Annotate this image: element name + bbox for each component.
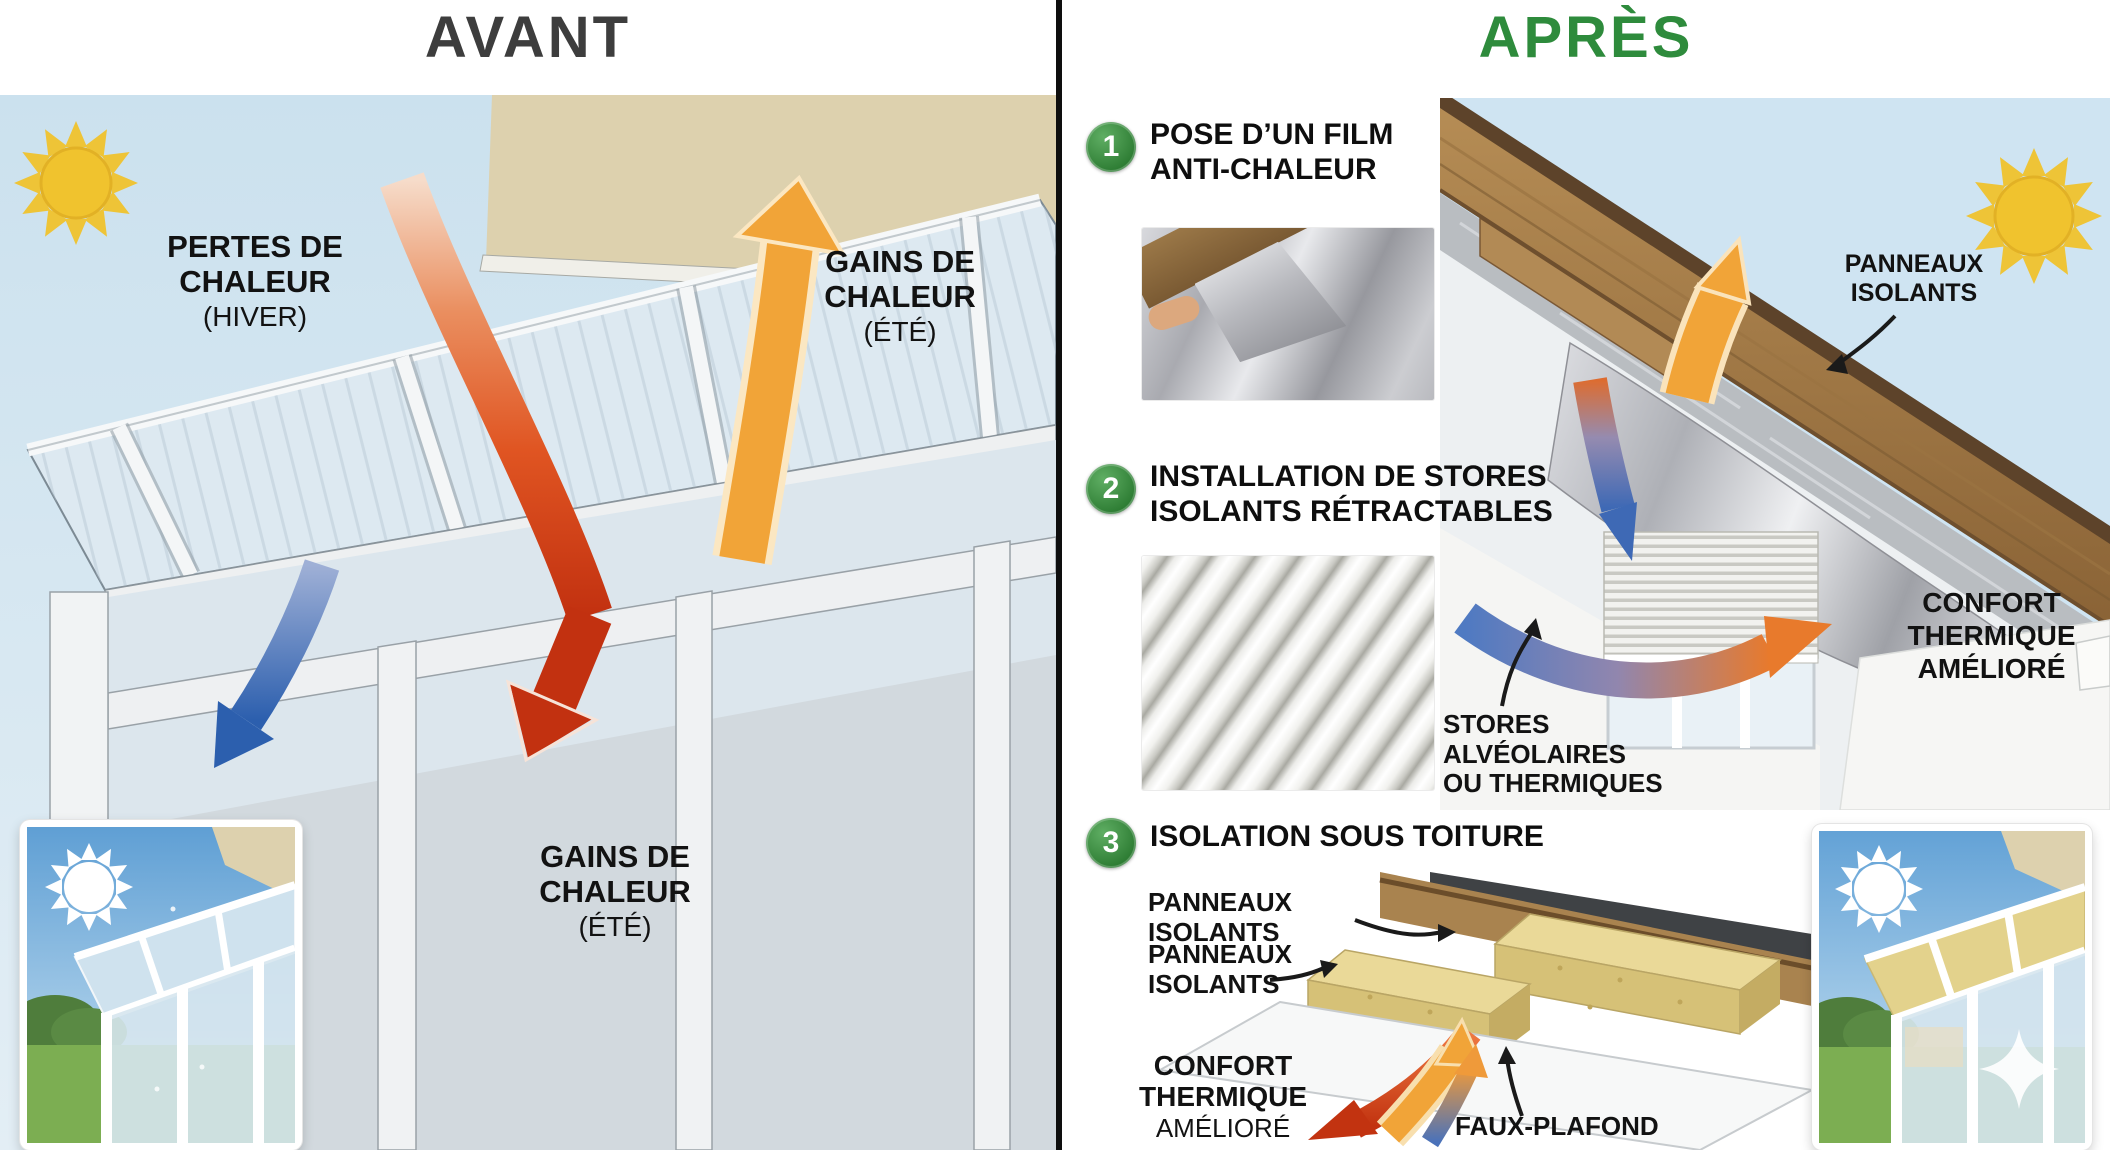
step-1-badge: 1 bbox=[1086, 122, 1136, 172]
avant-inset-thumbnail bbox=[20, 820, 302, 1150]
step-1-heading: POSE D’UN FILM ANTI-CHALEUR bbox=[1150, 118, 1394, 186]
annotation-arrow-panneaux-stack bbox=[1269, 966, 1325, 982]
label-faux-plafond: FAUX-PLAFOND bbox=[1455, 1111, 1659, 1141]
avant-title: AVANT bbox=[424, 5, 632, 70]
label-pertes-de-chaleur: PERTES DE CHALEUR (HIVER) bbox=[167, 229, 343, 333]
roof-wood-beam bbox=[1440, 98, 2110, 628]
sparkle-icon bbox=[1979, 1029, 2059, 1109]
inset-wall bbox=[2001, 831, 2085, 901]
label-gains-de-chaleur-bas: GAINS DE CHALEUR (ÉTÉ) bbox=[539, 839, 691, 943]
step-2-badge: 2 bbox=[1086, 464, 1136, 514]
cold-draught-arrow bbox=[214, 559, 340, 768]
transmitted-heat-arrow bbox=[1573, 377, 1637, 561]
sun-icon bbox=[1835, 845, 1923, 933]
apres-roof-scene bbox=[1440, 98, 2110, 810]
label-confort-thermique-bottom: CONFORT THERMIQUE AMÉLIORÉ bbox=[1139, 1050, 1307, 1143]
label-gains-de-chaleur-haut: GAINS DE CHALEUR (ÉTÉ) bbox=[824, 244, 976, 348]
right-wall bbox=[1839, 619, 2110, 810]
foil-film-photo bbox=[1142, 228, 1434, 400]
reflected-heat-arrow bbox=[1659, 235, 1752, 405]
label-panneaux-isolants-roof: PANNEAUX ISOLANTS bbox=[1844, 250, 1984, 307]
heat-gain-up-arrow bbox=[712, 174, 847, 565]
avant-scene bbox=[0, 95, 1056, 1150]
insulation-panel-upper bbox=[1493, 913, 1782, 1035]
step-3-badge: 3 bbox=[1086, 818, 1136, 868]
cellular-blind-photo bbox=[1142, 556, 1434, 790]
avant-inset-scene bbox=[27, 827, 295, 1143]
sun-icon bbox=[1966, 148, 2102, 284]
inset-wall bbox=[212, 827, 295, 899]
apres-title: APRÈS bbox=[1478, 5, 1694, 70]
label-panneaux-isolants-row: PANNEAUX ISOLANTS bbox=[1148, 887, 1292, 947]
panel-divider bbox=[1056, 0, 1062, 1150]
apres-inset-scene bbox=[1819, 831, 2085, 1143]
gutter bbox=[2075, 635, 2110, 691]
label-confort-thermique-right: CONFORT THERMIQUE AMÉLIORÉ bbox=[1907, 587, 2076, 685]
label-stores-alveolaires: STORES ALVÉOLAIRES OU THERMIQUES bbox=[1443, 709, 1663, 799]
sun-icon bbox=[14, 121, 138, 245]
mini-veranda bbox=[73, 881, 295, 1143]
sun-icon bbox=[45, 843, 133, 931]
airflow-gradient-arrow bbox=[1454, 603, 1832, 699]
step-2-heading: INSTALLATION DE STORES ISOLANTS RÉTRACTA… bbox=[1150, 460, 1553, 528]
label-panneaux-isolants-stack: PANNEAUX ISOLANTS bbox=[1148, 939, 1292, 999]
annotation-arrow-panneaux-row bbox=[1354, 918, 1443, 937]
comfort-arrow-blue-orange bbox=[1422, 1044, 1488, 1148]
sous-toiture-scene bbox=[1156, 872, 1812, 1150]
heat-loss-arrow bbox=[380, 172, 612, 763]
mini-veranda-insulated bbox=[1863, 883, 2085, 1143]
step-3-heading: ISOLATION SOUS TOITURE bbox=[1150, 820, 1544, 853]
annotation-arrow-stores bbox=[1500, 630, 1534, 707]
apres-inset-thumbnail bbox=[1812, 824, 2092, 1150]
